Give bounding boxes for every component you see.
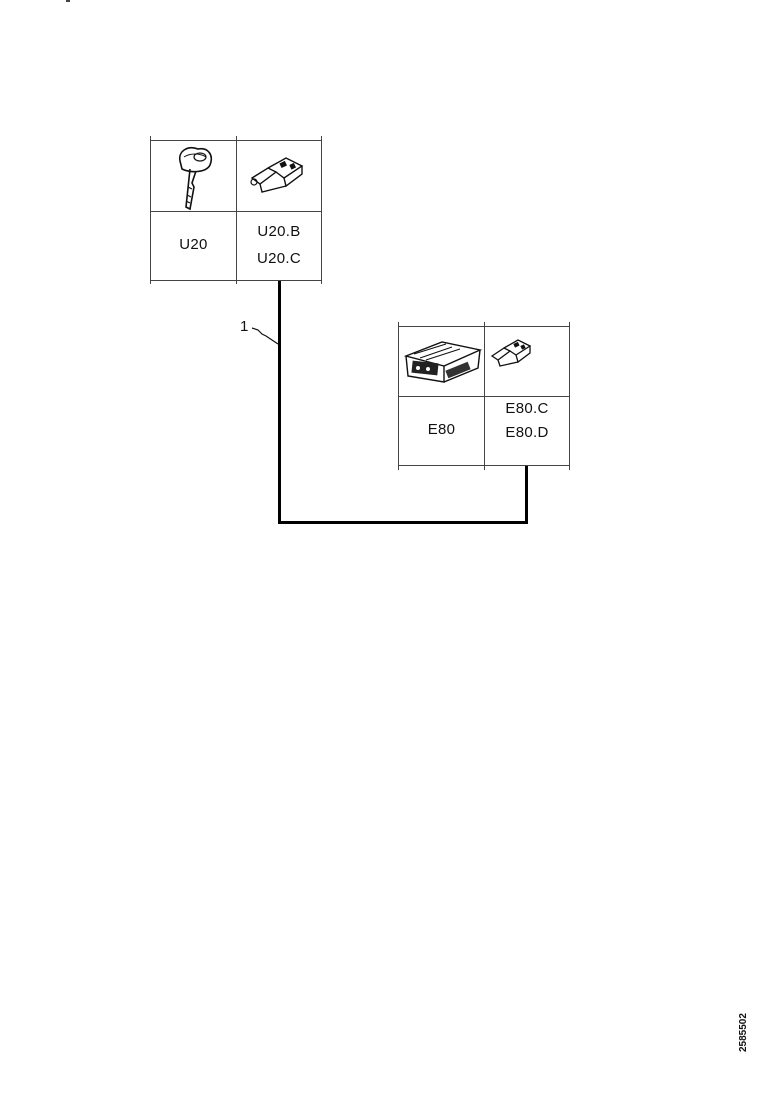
grid-line [569, 322, 570, 470]
grid-line [398, 322, 399, 470]
callout-leader-line [251, 327, 279, 345]
document-id: 2585502 [738, 1013, 749, 1052]
ignition-key-icon [178, 146, 213, 211]
connector-label-e80-d: E80.D [505, 424, 549, 441]
wire-segment [278, 521, 528, 524]
plug-connector-icon [250, 157, 304, 193]
wire-segment [525, 466, 528, 524]
control-module-icon [403, 341, 483, 383]
wire-segment [278, 281, 281, 524]
grid-line [321, 136, 322, 284]
corner-tick-mark [66, 0, 70, 2]
grid-line [236, 136, 237, 284]
wire-callout-number: 1 [240, 318, 249, 335]
plug-connector-icon [490, 339, 532, 367]
connector-label-u20-b: U20.B [257, 223, 301, 240]
connector-label-u20-c: U20.C [256, 250, 302, 267]
grid-line [150, 136, 151, 284]
component-label-u20: U20 [179, 236, 208, 253]
connector-label-e80-c: E80.C [505, 400, 549, 417]
grid-line [484, 322, 485, 470]
component-label-e80: E80 [427, 421, 456, 438]
